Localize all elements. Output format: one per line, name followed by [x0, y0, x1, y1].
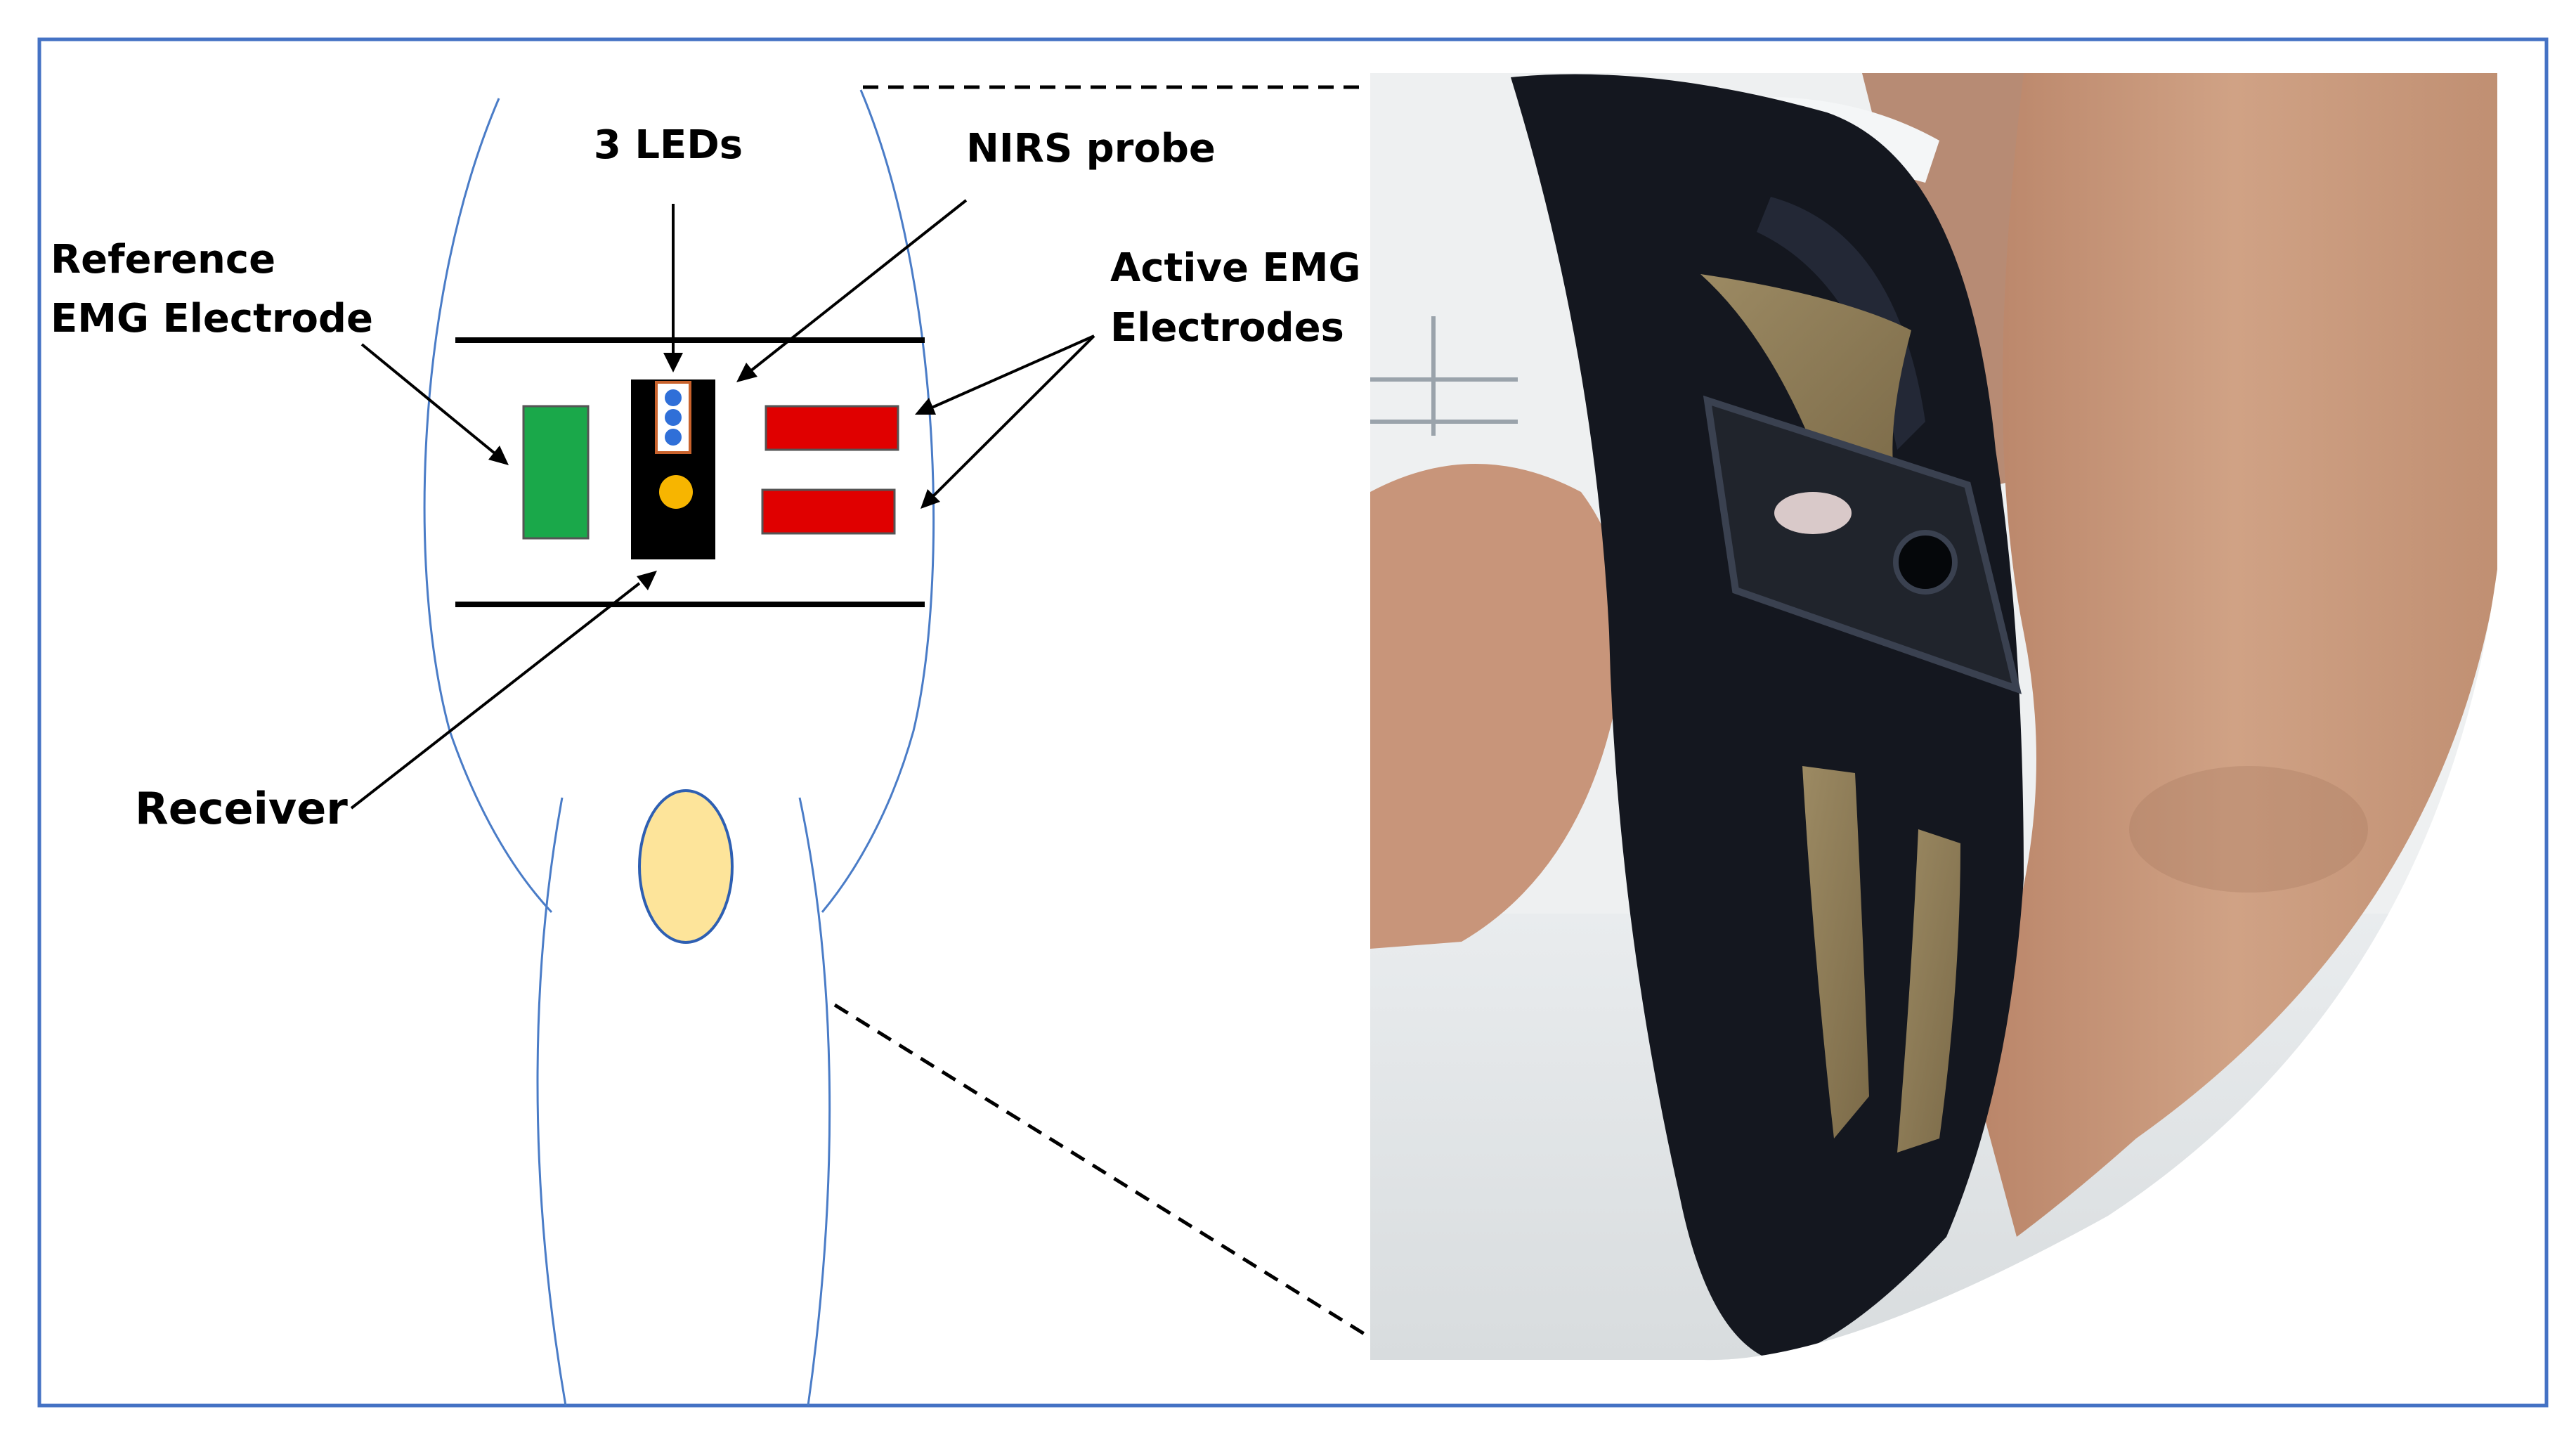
- arrowhead-receiver: [637, 571, 657, 590]
- shank-outline-left: [536, 797, 567, 1406]
- led-1: [665, 389, 682, 406]
- leg-with-nirs-emg-sleeve-photo: [1370, 73, 2497, 1361]
- arrow-active-bottom: [932, 335, 1095, 498]
- callout-arrows: [350, 199, 1095, 810]
- active-electrode-top: [765, 405, 899, 451]
- thigh-outline-left: [423, 98, 553, 914]
- arrowhead-active-bottom: [921, 489, 940, 509]
- reference-electrode: [522, 405, 590, 540]
- shank-outline-right: [798, 797, 831, 1406]
- label-active-line2: Electrodes: [1110, 305, 1344, 351]
- arrowhead-leds: [663, 353, 683, 372]
- kneecap: [638, 789, 734, 944]
- leg-schematic: [423, 89, 935, 1406]
- label-3-leds: 3 LEDs: [594, 122, 743, 168]
- label-nirs-probe: NIRS probe: [966, 126, 1216, 171]
- arrowhead-nirs-probe: [736, 363, 757, 382]
- arrow-reference: [360, 343, 496, 455]
- label-receiver: Receiver: [135, 783, 348, 834]
- outer-frame: [37, 37, 2549, 1408]
- led-2: [665, 409, 682, 426]
- arrowhead-active-top: [915, 398, 936, 415]
- arrow-nirs-probe: [749, 199, 968, 372]
- led-3: [665, 429, 682, 446]
- label-active-line1: Active EMG: [1110, 245, 1360, 291]
- label-reference-line1: Reference: [51, 237, 275, 283]
- active-electrode-bottom: [761, 488, 896, 535]
- arrowhead-reference: [488, 446, 509, 465]
- receiver-sensor: [659, 475, 693, 509]
- dashed-connector-bottom: [833, 1003, 1370, 1339]
- thigh-outline-right: [821, 89, 935, 913]
- arrow-active-top: [931, 335, 1095, 409]
- label-reference-line2: EMG Electrode: [51, 296, 373, 342]
- arrow-receiver: [350, 582, 641, 810]
